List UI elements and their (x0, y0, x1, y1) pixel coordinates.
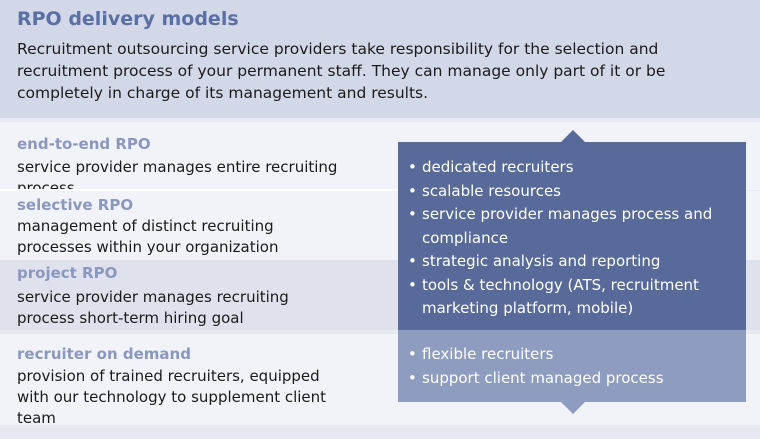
model-title: project RPO (17, 264, 118, 282)
feature-item: flexible recruiters (398, 343, 746, 367)
feature-item: strategic analysis and reporting (398, 250, 746, 274)
on-demand-features-panel: flexible recruiters support client manag… (398, 330, 746, 402)
intro-text: Recruitment outsourcing service provider… (17, 40, 666, 102)
model-description: management of distinct recruiting proces… (17, 217, 279, 256)
feature-item: service provider manages process and com… (398, 203, 746, 250)
page-title: RPO delivery models (17, 8, 239, 30)
rpo-features-panel: dedicated recruiters scalable resources … (398, 142, 746, 330)
feature-item: tools & technology (ATS, recruitment mar… (398, 274, 746, 321)
model-title: selective RPO (17, 196, 134, 214)
model-description: provision of trained recruiters, equippe… (17, 367, 327, 427)
model-title: end-to-end RPO (17, 135, 151, 153)
feature-item: scalable resources (398, 180, 746, 204)
model-description: service provider manages recruiting proc… (17, 288, 289, 327)
panel-pointer-down-icon (561, 402, 585, 414)
model-title: recruiter on demand (17, 345, 191, 363)
divider (0, 189, 400, 191)
feature-item: support client managed process (398, 367, 746, 391)
panel-pointer-up-icon (561, 130, 585, 142)
feature-item: dedicated recruiters (398, 156, 746, 180)
header: RPO delivery models Recruitment outsourc… (0, 0, 760, 118)
